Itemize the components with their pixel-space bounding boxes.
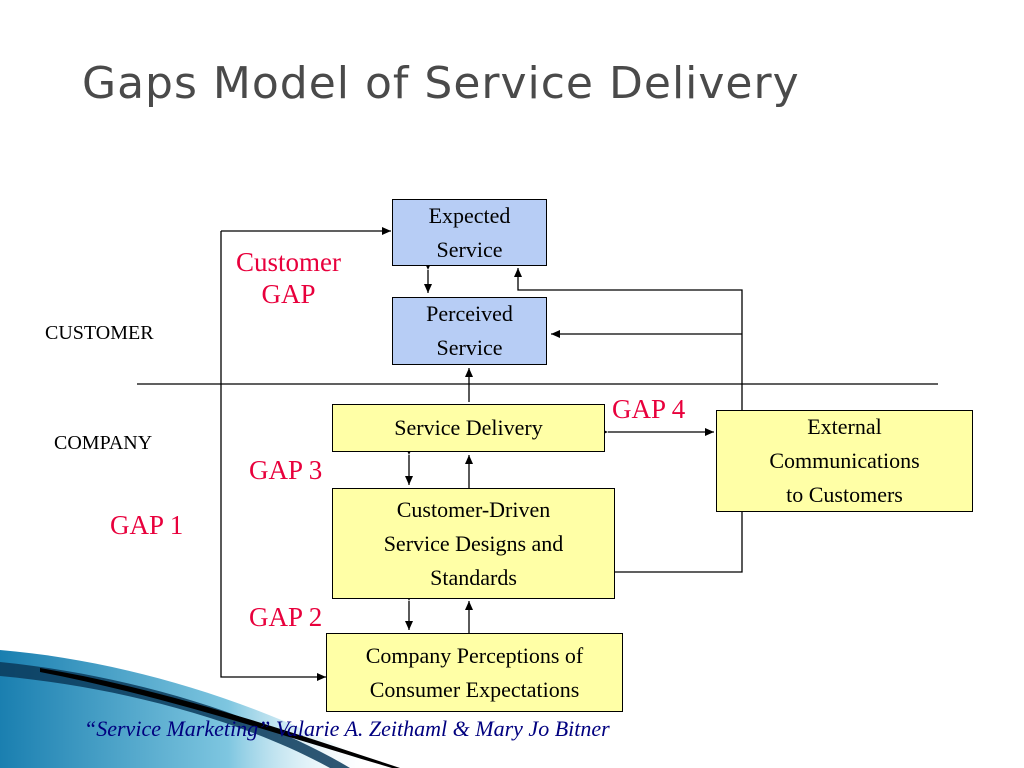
citation: “Service Marketing” Valarie A. Zeithaml …	[84, 716, 610, 741]
gap1-label: GAP 1	[110, 510, 184, 540]
service-delivery-box: Service Delivery	[332, 404, 605, 452]
company-zone-label: COMPANY	[54, 432, 153, 454]
external-communications-box: External Communications to Customers	[716, 410, 973, 512]
company-perceptions-box: Company Perceptions of Consumer Expectat…	[326, 633, 623, 712]
slide-title: Gaps Model of Service Delivery	[82, 58, 800, 109]
customer-gap-label: Customer GAP	[236, 247, 341, 309]
gap3-label: GAP 3	[249, 455, 323, 485]
service-designs-box: Customer-Driven Service Designs and Stan…	[332, 488, 615, 599]
perceived-service-box: Perceived Service	[392, 297, 547, 365]
customer-zone-label: CUSTOMER	[45, 322, 154, 344]
external-to-expected-arrow	[514, 268, 743, 410]
external-designs-link	[615, 512, 743, 573]
expected-service-box: Expected Service	[392, 199, 547, 266]
gap1-arrow-to-company-perceptions	[220, 231, 326, 681]
gap2-label: GAP 2	[249, 602, 323, 632]
gap4-label: GAP 4	[612, 394, 686, 424]
